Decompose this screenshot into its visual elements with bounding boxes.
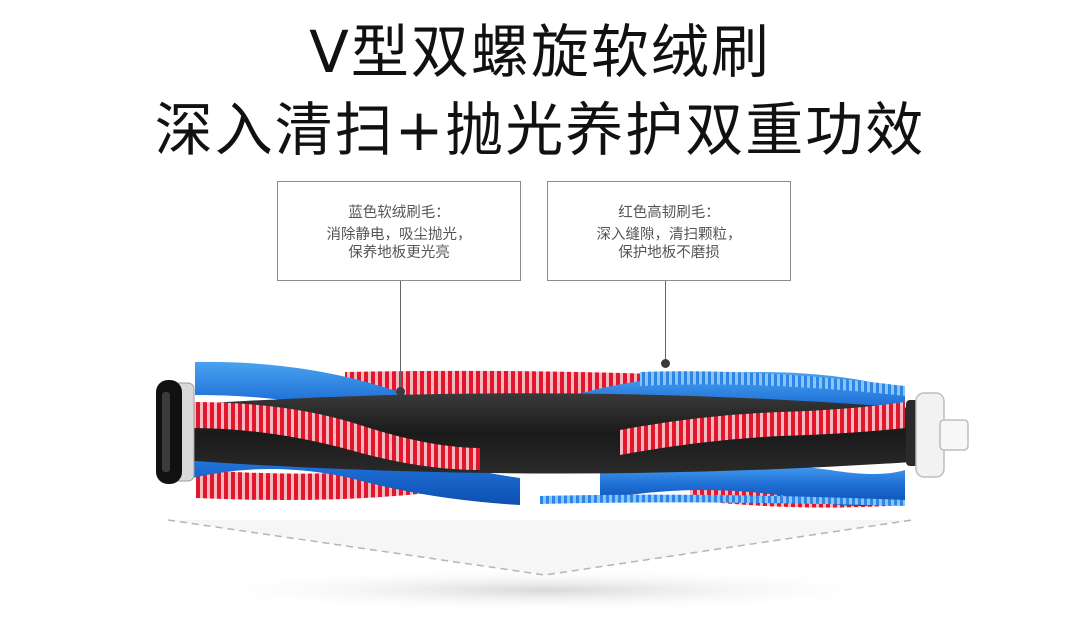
red-callout-line-2: 保护地板不磨损 bbox=[618, 245, 720, 261]
left-end-cap bbox=[156, 380, 195, 484]
red-bristle-callout: 红色高韧刷毛： 深入缝隙，清扫颗粒， 保护地板不磨损 bbox=[547, 181, 791, 281]
floor-shadow bbox=[167, 519, 915, 612]
blue-callout-title: 蓝色软绒刷毛： bbox=[348, 205, 450, 221]
headline-line-2: 深入清扫+抛光养护双重功效 bbox=[154, 96, 926, 164]
roller-core bbox=[180, 393, 912, 474]
red-callout-leader-line bbox=[665, 281, 666, 361]
headline-line-1: V型双螺旋软绒刷 bbox=[309, 18, 771, 86]
right-end-cap bbox=[906, 392, 969, 478]
blue-callout-line-1: 消除静电，吸尘抛光， bbox=[326, 227, 472, 243]
red-callout-anchor-dot bbox=[661, 359, 670, 368]
red-callout-title: 红色高韧刷毛： bbox=[618, 205, 720, 221]
blue-callout-leader-line bbox=[400, 281, 401, 391]
red-callout-line-1: 深入缝隙，清扫颗粒， bbox=[596, 227, 742, 243]
blue-bristle-callout: 蓝色软绒刷毛： 消除静电，吸尘抛光， 保养地板更光亮 bbox=[277, 181, 521, 281]
blue-callout-anchor-dot bbox=[396, 387, 405, 396]
blue-callout-line-2: 保养地板更光亮 bbox=[348, 245, 450, 261]
